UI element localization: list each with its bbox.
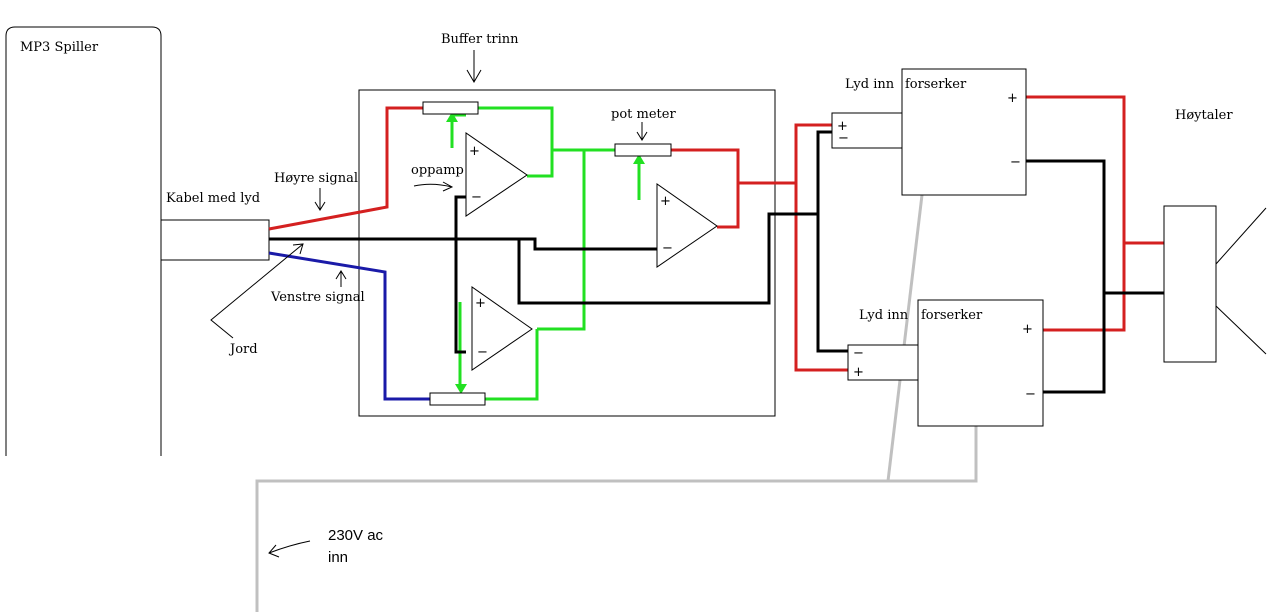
right-signal-label: Høyre signal [274,171,358,186]
left-signal-label: Venstre signal [270,290,365,305]
opamp-label: oppamp [411,163,464,178]
potentiometer-volume [614,143,672,157]
buffer-stage-label: Buffer trinn [441,32,519,47]
ground-arrow [210,243,304,339]
pot-meter-label: pot meter [611,107,676,122]
audio-input-bottom-plus: + [853,365,864,380]
buffer-stage-arrow [466,50,482,83]
ground-wires [269,130,1164,394]
audio-in-top-label: Lyd inn [845,77,895,92]
buffer-stage-box [358,89,776,417]
opamp-bottom-plus: + [475,296,486,311]
mp3-player-box [5,26,162,456]
right-signal-arrow [314,188,326,211]
cable-connector [160,219,270,261]
opamp-top [465,132,528,217]
potentiometer-top [422,101,479,115]
amplifier-bottom-minus: − [1025,387,1036,402]
mains-wires [255,194,978,612]
opamp-bottom-minus: − [477,345,488,360]
amplifier-bottom-plus: + [1022,322,1033,337]
audio-input-bottom-minus: − [853,346,864,361]
left-signal-arrow [335,270,347,287]
amplifier-top-label: forserker [905,77,967,92]
mains-label-line2: inn [328,549,348,566]
amplifier-top [901,68,1027,196]
speaker-body [1163,205,1217,363]
potentiometer-bottom [429,392,486,406]
mp3-player-label: MP3 Spiller [20,40,99,55]
audio-input-top-plus: + [837,119,848,134]
audio-input-top-minus: − [838,131,849,146]
opamp-top-plus: + [469,144,480,159]
feedback-arrowheads [446,112,645,394]
ground-label: Jord [228,342,258,357]
opamp-output [656,183,718,268]
amplifier-top-plus: + [1007,91,1018,106]
amplifier-bottom [917,299,1044,427]
mains-label-line1: 230V ac [328,527,384,544]
pot-meter-arrow [636,122,648,141]
feedback-wires [450,106,641,401]
speaker-cone [1215,207,1267,355]
right-channel-wires [268,95,1164,372]
amplifier-top-minus: − [1010,155,1021,170]
opamp-output-minus: − [662,241,673,256]
opamp-output-plus: + [660,194,671,209]
left-channel-wire [268,251,430,401]
speaker-label: Høytaler [1175,108,1233,123]
cable-label: Kabel med lyd [166,191,260,206]
opamp-arrow [413,181,454,192]
amplifier-bottom-label: forserker [921,308,983,323]
opamp-bottom [471,286,533,371]
audio-input-top [831,112,903,149]
opamp-top-minus: − [471,190,482,205]
mains-arrow [268,540,311,558]
audio-in-bottom-label: Lyd inn [859,308,909,323]
